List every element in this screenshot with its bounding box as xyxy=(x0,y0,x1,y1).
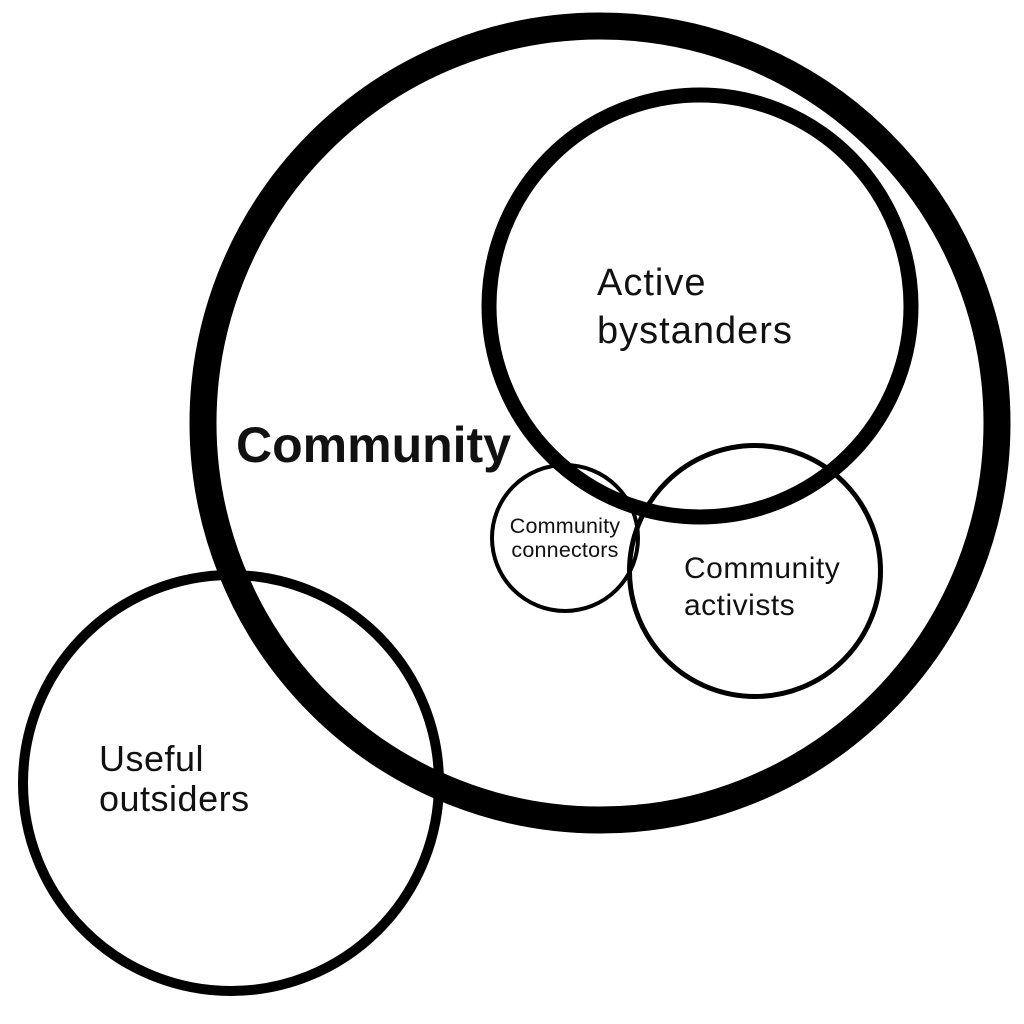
community-connectors-label-line1: Community xyxy=(509,514,621,538)
useful-outsiders-label: Useful outsiders xyxy=(99,739,250,818)
community-circle xyxy=(189,12,1011,834)
useful-outsiders-label-line2: outsiders xyxy=(99,777,250,819)
community-activists-label-line1: Community xyxy=(684,552,841,585)
useful-outsiders-circle xyxy=(18,570,444,996)
active-bystanders-circle xyxy=(481,87,919,525)
community-connectors-label-line2: connectors xyxy=(511,537,619,562)
community-label: Community xyxy=(236,419,511,471)
community-connectors-circle xyxy=(490,463,640,613)
community-activists-label-line2: activists xyxy=(684,588,796,622)
community-activists-label: Community activists xyxy=(684,551,840,624)
useful-outsiders-label-line1: Useful xyxy=(99,738,205,779)
active-bystanders-label-line1: Active xyxy=(597,262,707,304)
active-bystanders-label: Active bystanders xyxy=(597,259,793,355)
community-connectors-label: Community connectors xyxy=(475,514,655,562)
active-bystanders-label-line2: bystanders xyxy=(597,310,793,352)
community-label-line: Community xyxy=(236,417,511,473)
community-activists-circle xyxy=(627,443,883,699)
